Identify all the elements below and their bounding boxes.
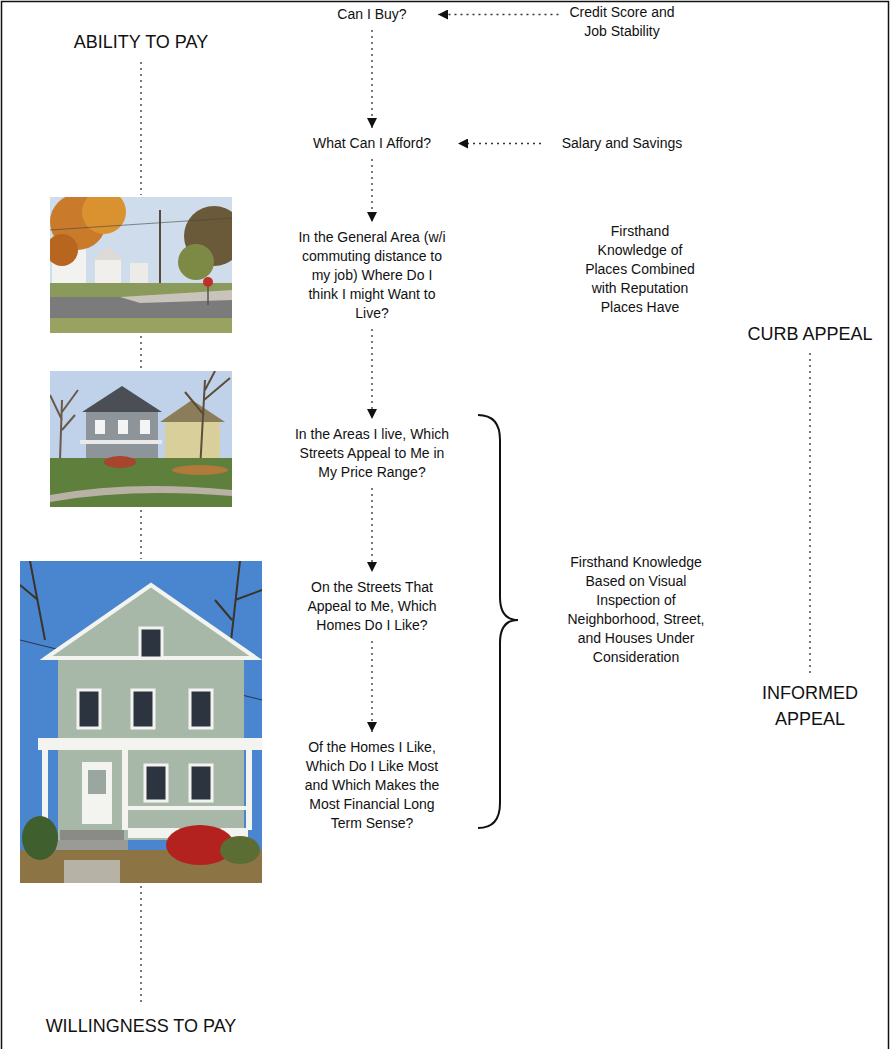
lawn — [50, 318, 232, 333]
input-factor: Credit Score and Job Stability — [565, 3, 680, 41]
roof — [92, 246, 124, 260]
node-text: Of the Homes I Like, Which Do I Like Mos… — [295, 738, 450, 833]
porch-column — [246, 750, 252, 830]
front-door — [82, 762, 112, 824]
node-text: In the Areas I live, Which Streets Appea… — [295, 425, 450, 482]
porch-roof — [38, 738, 262, 750]
bare-tree — [50, 390, 78, 460]
dotted-arrow — [458, 143, 541, 144]
dotted-arrow — [371, 488, 372, 572]
question-step: Can I Buy? — [312, 5, 432, 24]
attic-window — [140, 628, 162, 658]
input-factor: Salary and Savings — [547, 134, 697, 153]
axis-label: INFORMED APPEAL — [750, 680, 870, 732]
axis-label: CURB APPEAL — [725, 323, 890, 345]
path — [50, 486, 232, 502]
porch-column — [122, 750, 128, 830]
axis-label: WILLINGNESS TO PAY — [16, 1015, 266, 1037]
wire — [50, 218, 232, 230]
node-text: In the General Area (w/i commuting dista… — [297, 228, 447, 323]
stop-sign — [203, 277, 213, 287]
shrub — [22, 816, 58, 860]
fallen-leaves — [172, 465, 228, 475]
window — [140, 420, 150, 434]
tree-foliage — [50, 234, 78, 266]
window — [118, 420, 128, 434]
axis-segment — [140, 62, 141, 195]
right-axis — [809, 353, 810, 673]
window — [132, 690, 154, 728]
sign-post — [207, 284, 209, 305]
axis-segment — [140, 510, 141, 559]
window — [145, 765, 167, 801]
dotted-arrow — [371, 159, 372, 222]
bare-tree — [185, 371, 230, 470]
tree-foliage — [82, 197, 126, 234]
axis-segment — [140, 336, 141, 369]
window — [78, 690, 100, 728]
step — [56, 840, 128, 850]
node-text: On the Streets That Appeal to Me, Which … — [297, 578, 447, 635]
note-text: Firsthand Knowledge Based on Visual Insp… — [556, 553, 716, 667]
axis-segment — [140, 886, 141, 1006]
node-text: Salary and Savings — [547, 134, 697, 153]
dotted-arrow — [371, 641, 372, 732]
grouping-brace — [478, 415, 518, 828]
step — [60, 830, 124, 840]
window — [95, 420, 105, 434]
lawn — [50, 458, 232, 507]
sky — [50, 371, 232, 507]
dotted-arrow — [438, 14, 559, 15]
question-step: In the Areas I live, Which Streets Appea… — [295, 425, 450, 482]
street-photo — [50, 197, 232, 333]
roof — [160, 400, 225, 422]
question-step: On the Streets That Appeal to Me, Which … — [297, 578, 447, 635]
yellow-house — [165, 420, 220, 460]
sky — [20, 561, 262, 883]
note-text: Firsthand Knowledge of Places Combined w… — [578, 222, 703, 317]
node-text: Can I Buy? — [312, 5, 432, 24]
window — [190, 690, 212, 728]
house — [95, 258, 121, 284]
shrub — [104, 456, 136, 468]
house — [130, 263, 148, 283]
axis-label: ABILITY TO PAY — [21, 31, 261, 53]
question-step: What Can I Afford? — [292, 134, 452, 153]
question-step: Of the Homes I Like, Which Do I Like Mos… — [295, 738, 450, 833]
grey-house — [86, 410, 158, 460]
dotted-arrow — [371, 30, 372, 128]
shrub — [220, 836, 260, 864]
porch-roof — [80, 440, 162, 444]
dotted-arrow — [371, 329, 372, 419]
gable-roof — [46, 585, 256, 658]
sidewalk — [120, 290, 232, 303]
window — [190, 765, 212, 801]
tree-foliage — [178, 244, 214, 280]
house-photo — [20, 561, 262, 883]
utility-pole — [159, 210, 161, 292]
node-text: Credit Score and Job Stability — [565, 3, 680, 41]
street-houses-photo — [50, 371, 232, 507]
porch-railing — [128, 806, 248, 810]
door-glass — [88, 770, 106, 794]
question-step: In the General Area (w/i commuting dista… — [297, 228, 447, 323]
walkway — [64, 860, 120, 883]
node-text: What Can I Afford? — [292, 134, 452, 153]
roof — [82, 386, 162, 412]
